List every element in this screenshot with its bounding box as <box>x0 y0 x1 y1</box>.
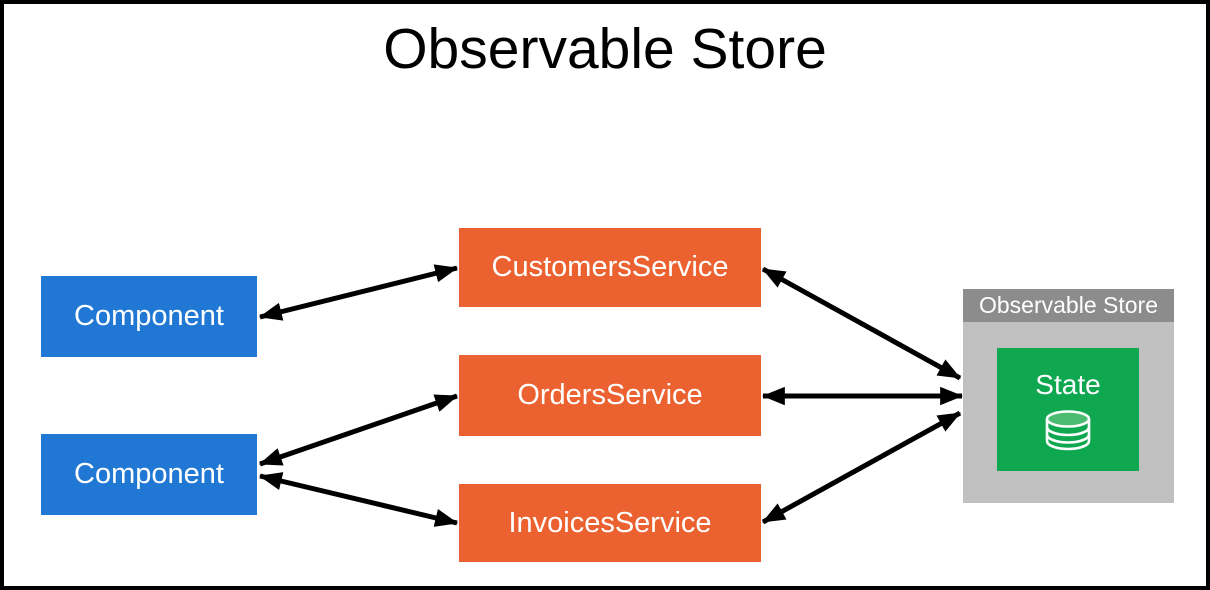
observable-store-header: Observable Store <box>963 289 1174 322</box>
component-box-2: Component <box>41 434 257 515</box>
arrow-component1-customersservice <box>258 264 459 321</box>
arrow-component2-invoicesservice <box>258 472 459 527</box>
arrow-component2-ordersservice <box>258 393 459 467</box>
arrow-customersservice-store <box>761 266 962 381</box>
customers-service-box: CustomersService <box>459 228 761 307</box>
database-icon <box>1045 410 1091 451</box>
observable-store-container: Observable Store State <box>963 289 1174 503</box>
state-box: State <box>997 348 1139 471</box>
component-box-1: Component <box>41 276 257 357</box>
observable-store-header-label: Observable Store <box>979 292 1158 318</box>
state-label: State <box>1035 369 1101 400</box>
arrow-invoicesservice-store <box>761 410 962 525</box>
page-title: Observable Store <box>383 17 827 81</box>
invoices-service-box: InvoicesService <box>459 484 761 562</box>
customers-service-label: CustomersService <box>491 251 729 283</box>
orders-service-box: OrdersService <box>459 355 761 436</box>
component-2-label: Component <box>74 458 224 490</box>
invoices-service-label: InvoicesService <box>508 506 712 539</box>
component-1-label: Component <box>74 300 224 332</box>
orders-service-label: OrdersService <box>517 379 703 411</box>
